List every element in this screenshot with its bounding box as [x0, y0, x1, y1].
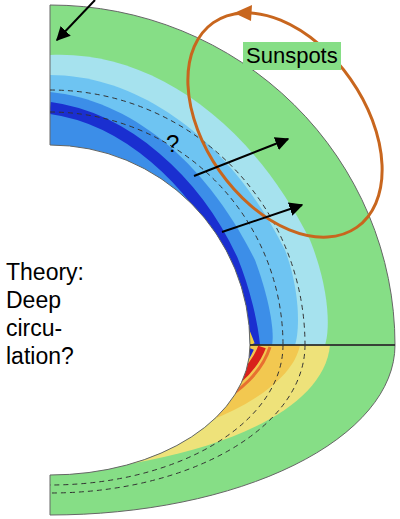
- dashed-boundary: [50, 345, 283, 485]
- region-label: Sunspots: [243, 42, 341, 70]
- dashed-boundary: [50, 90, 305, 345]
- theory-note: Theory: Deep circu- lation?: [6, 258, 90, 370]
- rise-arrow: [194, 139, 288, 176]
- question-mark: ?: [166, 130, 179, 158]
- equator-line: [250, 345, 395, 346]
- dashed-boundary: [50, 345, 305, 493]
- circulation-loop: [148, 0, 400, 273]
- pointer-arrow: [57, 0, 95, 40]
- rise-arrow: [222, 205, 302, 232]
- loop-arrowhead: [234, 5, 252, 21]
- dashed-boundary: [50, 112, 283, 345]
